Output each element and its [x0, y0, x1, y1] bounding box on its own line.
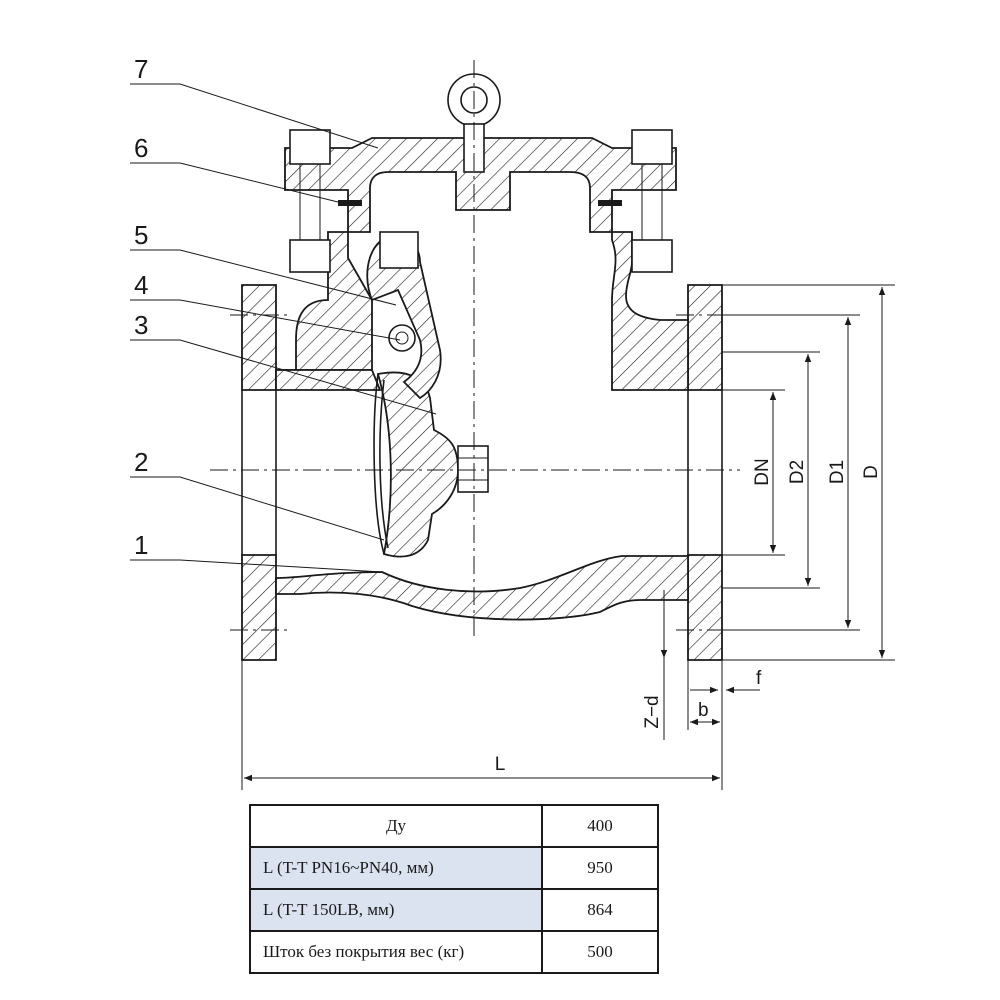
value-cell: 950: [541, 846, 659, 890]
dim-label-d2: D2: [787, 460, 808, 484]
part-label-4: 4: [134, 270, 148, 300]
dim-label-d1: D1: [827, 460, 848, 484]
value-cell: 864: [541, 888, 659, 932]
valve-body: [241, 137, 723, 661]
param-cell: Ду: [249, 804, 543, 848]
param-cell: L (T-T PN16~PN40, мм): [249, 846, 543, 890]
body-outline: [241, 390, 723, 555]
table-row: L (T-T PN16~PN40, мм) 950: [249, 846, 659, 890]
part-label-3: 3: [134, 310, 148, 340]
dim-label-b: b: [698, 700, 709, 721]
dim-label-l: L: [495, 754, 506, 775]
dimension-extensions: [241, 284, 895, 790]
dim-label-d: D: [861, 465, 882, 479]
dim-label-z-d: Z−d: [642, 695, 663, 728]
param-cell: L (T-T 150LB, мм): [249, 888, 543, 932]
value-cell: 500: [541, 930, 659, 974]
dim-label-f: f: [756, 668, 762, 689]
part-label-1: 1: [134, 530, 148, 560]
table-row: Ду 400: [249, 804, 659, 848]
check-valve-drawing: 7 6 5 4 3 2 1 DN D2 D1 D f b Z−d L: [130, 54, 895, 790]
centerlines: [210, 60, 740, 640]
part-label-6: 6: [134, 133, 148, 163]
disc-assembly: [366, 231, 489, 558]
value-cell: 400: [541, 804, 659, 848]
cover-bolts: [289, 129, 673, 273]
dimension-lines: [244, 287, 886, 782]
dim-label-dn: DN: [752, 458, 773, 485]
table-row: Шток без покрытия вес (кг) 500: [249, 930, 659, 974]
part-label-7: 7: [134, 54, 148, 84]
param-cell: Шток без покрытия вес (кг): [249, 930, 543, 974]
table-row: L (T-T 150LB, мм) 864: [249, 888, 659, 932]
part-label-2: 2: [134, 447, 148, 477]
spec-table: Ду 400 L (T-T PN16~PN40, мм) 950 L (T-T …: [249, 804, 659, 974]
part-label-5: 5: [134, 220, 148, 250]
leader-lines: [130, 83, 437, 573]
